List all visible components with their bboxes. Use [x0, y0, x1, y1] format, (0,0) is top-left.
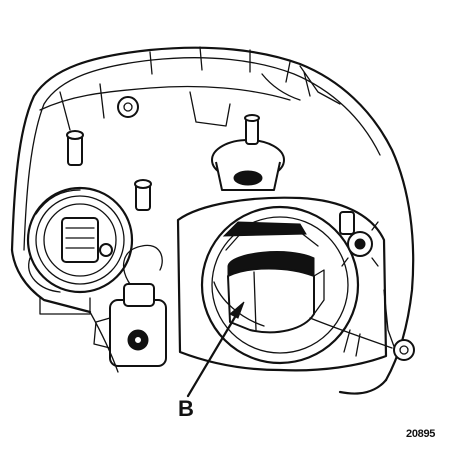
figure-reference-number: 20895 — [406, 428, 436, 440]
adjuster-gear — [339, 211, 379, 267]
mounting-boss-left — [66, 96, 152, 211]
lower-connector — [39, 244, 167, 373]
bulb-connector-b — [213, 221, 325, 334]
top-bulb-holder — [211, 114, 285, 191]
callout-arrow — [186, 301, 245, 398]
callout-label-b: B — [178, 396, 194, 421]
right-connector — [309, 289, 415, 361]
headlamp-housing — [10, 46, 415, 395]
side-lamp-holder — [26, 186, 134, 294]
